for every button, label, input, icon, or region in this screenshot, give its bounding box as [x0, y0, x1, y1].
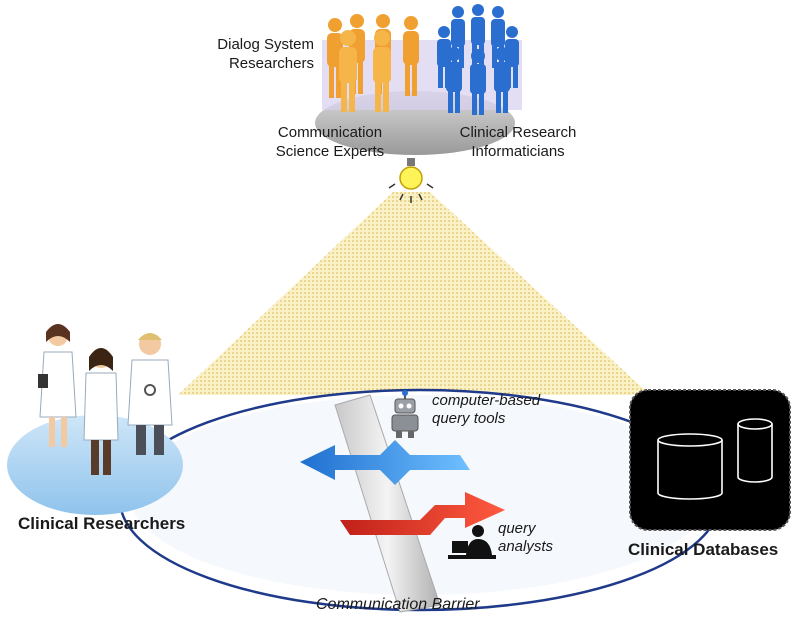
label-line: Science Experts — [275, 143, 385, 160]
database-cylinder-icon — [657, 433, 723, 500]
label-line: Informaticians — [471, 143, 565, 160]
label-line: computer-based — [432, 392, 541, 409]
person-group-blue-icon — [437, 4, 519, 115]
label-line: Communication — [277, 124, 383, 141]
label-dialog-system-researchers: Dialog System Researchers — [202, 35, 314, 73]
label-query-analysts: query analysts — [498, 520, 553, 556]
label-clinical-databases: Clinical Databases — [628, 540, 779, 559]
label-communication-barrier: Communication Barrier — [316, 596, 480, 613]
red-arrow — [340, 492, 505, 535]
light-cone — [178, 192, 650, 395]
label-line: analysts — [498, 538, 554, 555]
label-clinical-research-informaticians: Clinical Research Informaticians — [446, 123, 590, 161]
ellipse-shading — [130, 395, 710, 595]
communication-barrier-strip — [334, 394, 441, 613]
doctor-icon — [127, 333, 173, 455]
label-computer-based-query-tools: computer-based query tools — [432, 392, 540, 428]
analyst-at-computer-icon — [448, 525, 496, 559]
database-cylinder-icon — [737, 418, 773, 483]
label-line: query tools — [432, 410, 506, 427]
label-clinical-researchers: Clinical Researchers — [18, 514, 186, 533]
light-bulb-icon — [388, 158, 434, 203]
label-line: Clinical Research — [459, 124, 577, 141]
label-communication-science-experts: Communication Science Experts — [262, 123, 398, 161]
doctor-icon — [38, 324, 77, 447]
robot-icon — [391, 390, 419, 438]
label-line: Dialog System — [217, 36, 314, 53]
clinical-databases-box — [629, 389, 791, 531]
blue-arrow — [300, 440, 470, 485]
label-line: query — [498, 520, 536, 537]
label-line: Researchers — [228, 55, 314, 72]
person-group-orange-icon — [327, 14, 419, 112]
doctor-icon — [83, 348, 119, 475]
